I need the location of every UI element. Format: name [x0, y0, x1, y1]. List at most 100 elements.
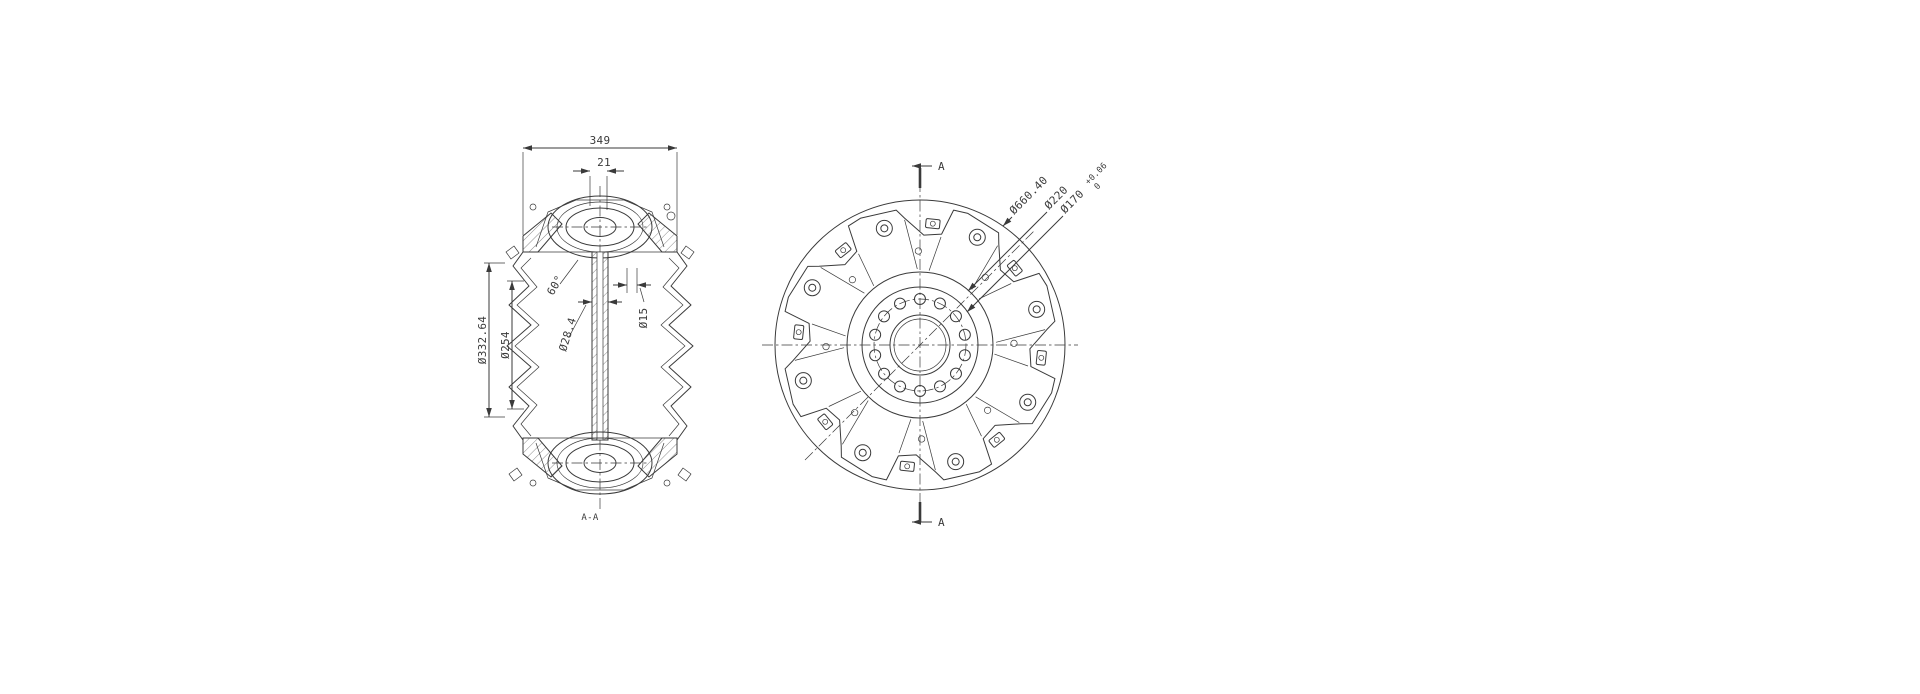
geo-path: [1003, 217, 1012, 226]
dim-web-diameter: Ø28.4: [556, 316, 579, 353]
geo-path: [971, 245, 998, 290]
geo-rect: [596, 251, 604, 441]
geo-rect: [988, 432, 1005, 448]
geo-circle: [949, 367, 962, 380]
geo-circle: [854, 444, 872, 462]
geo-path: [618, 282, 627, 288]
geo-line: [639, 287, 645, 303]
geo-circle: [1011, 265, 1018, 272]
geo-circle: [958, 328, 971, 341]
geo-path: [523, 145, 532, 151]
geo-circle: [914, 247, 922, 255]
geo-circle: [993, 436, 1000, 443]
front-view-geometry: [762, 163, 1078, 525]
geo-ellipse: [583, 217, 617, 237]
dim-face-diameter: Ø660.40: [1007, 174, 1050, 217]
geo-path: [608, 299, 617, 305]
geo-path: [637, 282, 646, 288]
geo-path: [842, 400, 869, 445]
geo-path: [898, 419, 912, 454]
geo-path: [522, 212, 563, 253]
cutter-insert: [835, 242, 852, 258]
geo-circle: [803, 279, 821, 297]
geo-circle: [984, 406, 992, 414]
geo-circle: [880, 224, 889, 233]
geo-circle: [794, 372, 812, 390]
geo-rect: [899, 460, 915, 472]
geo-path: [505, 245, 520, 260]
geo-circle: [840, 247, 847, 254]
cutter-insert: [925, 218, 941, 230]
geo-circle: [808, 283, 817, 292]
geo-circle: [918, 435, 926, 443]
geo-rect: [1007, 260, 1023, 277]
geo-circle: [933, 380, 946, 393]
section-view-geometry: [484, 145, 695, 512]
dim-hole-diameter: Ø15: [637, 308, 650, 329]
geo-circle: [1028, 300, 1046, 318]
geo-circle: [858, 448, 867, 457]
geo-circle: [904, 463, 911, 470]
cutter-insert: [899, 460, 915, 472]
geo-path: [535, 199, 665, 248]
geo-path: [912, 519, 921, 525]
geo-path: [975, 396, 1020, 423]
dim-overall-width: 349: [590, 134, 611, 147]
section-marker-bottom-label: A: [938, 516, 945, 529]
geo-path: [581, 168, 590, 174]
geo-path: [912, 163, 921, 169]
geo-ellipse: [565, 443, 635, 483]
geo-circle: [666, 211, 676, 221]
geo-ellipse: [583, 453, 617, 473]
geo-circle: [878, 367, 891, 380]
geo-path: [583, 299, 592, 305]
cutter-insert: [1035, 350, 1047, 366]
geo-circle: [1038, 354, 1045, 361]
geo-line: [967, 211, 1048, 292]
section-view-label: A-A: [581, 513, 598, 523]
cutter-insert: [988, 432, 1005, 448]
geo-circle: [663, 479, 671, 487]
geo-path: [668, 251, 694, 441]
geo-path: [784, 209, 1056, 481]
geo-circle: [968, 228, 986, 246]
geo-path: [637, 212, 678, 253]
geo-path: [904, 219, 918, 270]
cutter-insert: [793, 324, 805, 340]
geo-path: [677, 467, 692, 482]
geo-path: [978, 283, 1012, 300]
geo-ellipse: [565, 207, 635, 247]
geo-path: [858, 253, 875, 287]
geo-path: [928, 236, 942, 271]
geo-path: [794, 347, 845, 361]
section-marker-top-label: A: [938, 160, 945, 173]
geo-path: [811, 323, 846, 337]
geo-circle: [1023, 398, 1032, 407]
geo-path: [522, 437, 563, 478]
geo-circle: [1019, 393, 1037, 411]
geo-circle: [947, 453, 965, 471]
geo-circle: [949, 310, 962, 323]
geo-path: [965, 403, 982, 437]
geo-line: [804, 229, 1036, 461]
geo-path: [922, 420, 936, 471]
geo-path: [668, 145, 677, 151]
geo-circle: [894, 297, 907, 310]
geo-circle: [869, 349, 882, 362]
geo-circle: [869, 328, 882, 341]
geo-path: [506, 251, 532, 441]
geo-circle: [878, 310, 891, 323]
dim-angle: 60°: [544, 273, 566, 297]
geo-path: [509, 400, 515, 409]
geo-circle: [929, 220, 936, 227]
geo-ellipse: [547, 431, 653, 495]
geo-circle: [848, 276, 856, 284]
geo-rect: [925, 218, 941, 230]
geo-line: [568, 304, 587, 338]
geo-path: [968, 282, 977, 291]
geo-rect: [817, 413, 833, 430]
geo-circle: [822, 343, 830, 351]
geo-circle: [822, 418, 829, 425]
